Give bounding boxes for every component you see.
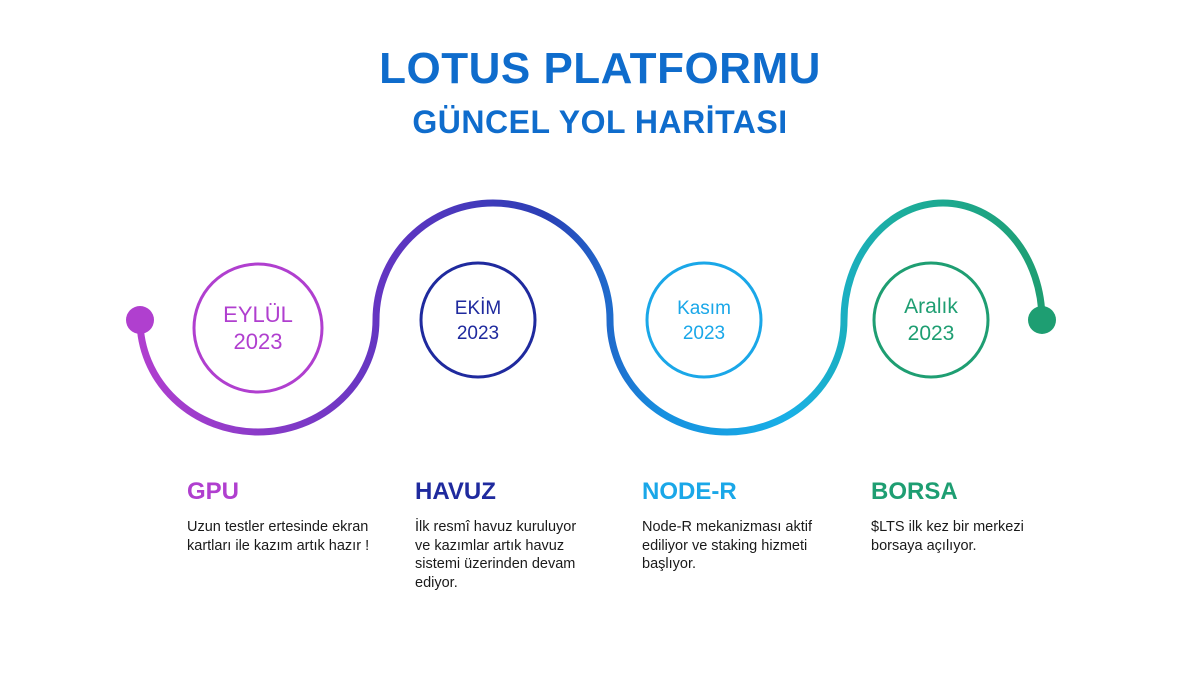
milestone-ring xyxy=(419,261,537,379)
step-heading-node-r: NODE-R xyxy=(642,478,737,505)
milestone-ring xyxy=(872,261,990,379)
milestone-ekim: EKİM 2023 xyxy=(419,261,537,379)
milestone-aralik: Aralık 2023 xyxy=(872,261,990,379)
step-description-havuz: İlk resmî havuz kuruluyor ve kazımlar ar… xyxy=(415,519,577,591)
milestone-kasim: Kasım 2023 xyxy=(645,261,763,379)
milestone-month: EKİM xyxy=(455,298,501,319)
step-description-gpu: Uzun testler ertesinde ekran kartları il… xyxy=(187,519,370,554)
milestone-year: 2023 xyxy=(683,323,725,344)
step-description-node-r: Node-R mekanizması aktif ediliyor ve sta… xyxy=(642,519,813,572)
step-heading-havuz: HAVUZ xyxy=(415,478,496,505)
step-heading-gpu: GPU xyxy=(187,478,240,505)
page-subtitle: GÜNCEL YOL HARİTASI xyxy=(412,104,788,140)
milestone-year: 2023 xyxy=(908,322,955,345)
milestone-year: 2023 xyxy=(234,329,283,354)
milestone-month: Kasım xyxy=(677,298,731,319)
wave-start-dot xyxy=(126,306,154,334)
wave-end-dot xyxy=(1028,306,1056,334)
milestone-eylul: EYLÜL 2023 xyxy=(192,262,324,394)
milestone-year: 2023 xyxy=(457,323,499,344)
step-description-borsa: $LTS ilk kez bir merkezi borsaya açılıyo… xyxy=(871,519,1024,554)
roadmap-wave-path xyxy=(136,199,1046,436)
page-title: LOTUS PLATFORMU xyxy=(379,44,821,93)
step-heading-borsa: BORSA xyxy=(871,478,958,505)
milestone-ring xyxy=(645,261,763,379)
milestone-ring xyxy=(192,262,324,394)
milestone-month: EYLÜL xyxy=(223,302,293,327)
milestone-month: Aralık xyxy=(904,295,958,318)
